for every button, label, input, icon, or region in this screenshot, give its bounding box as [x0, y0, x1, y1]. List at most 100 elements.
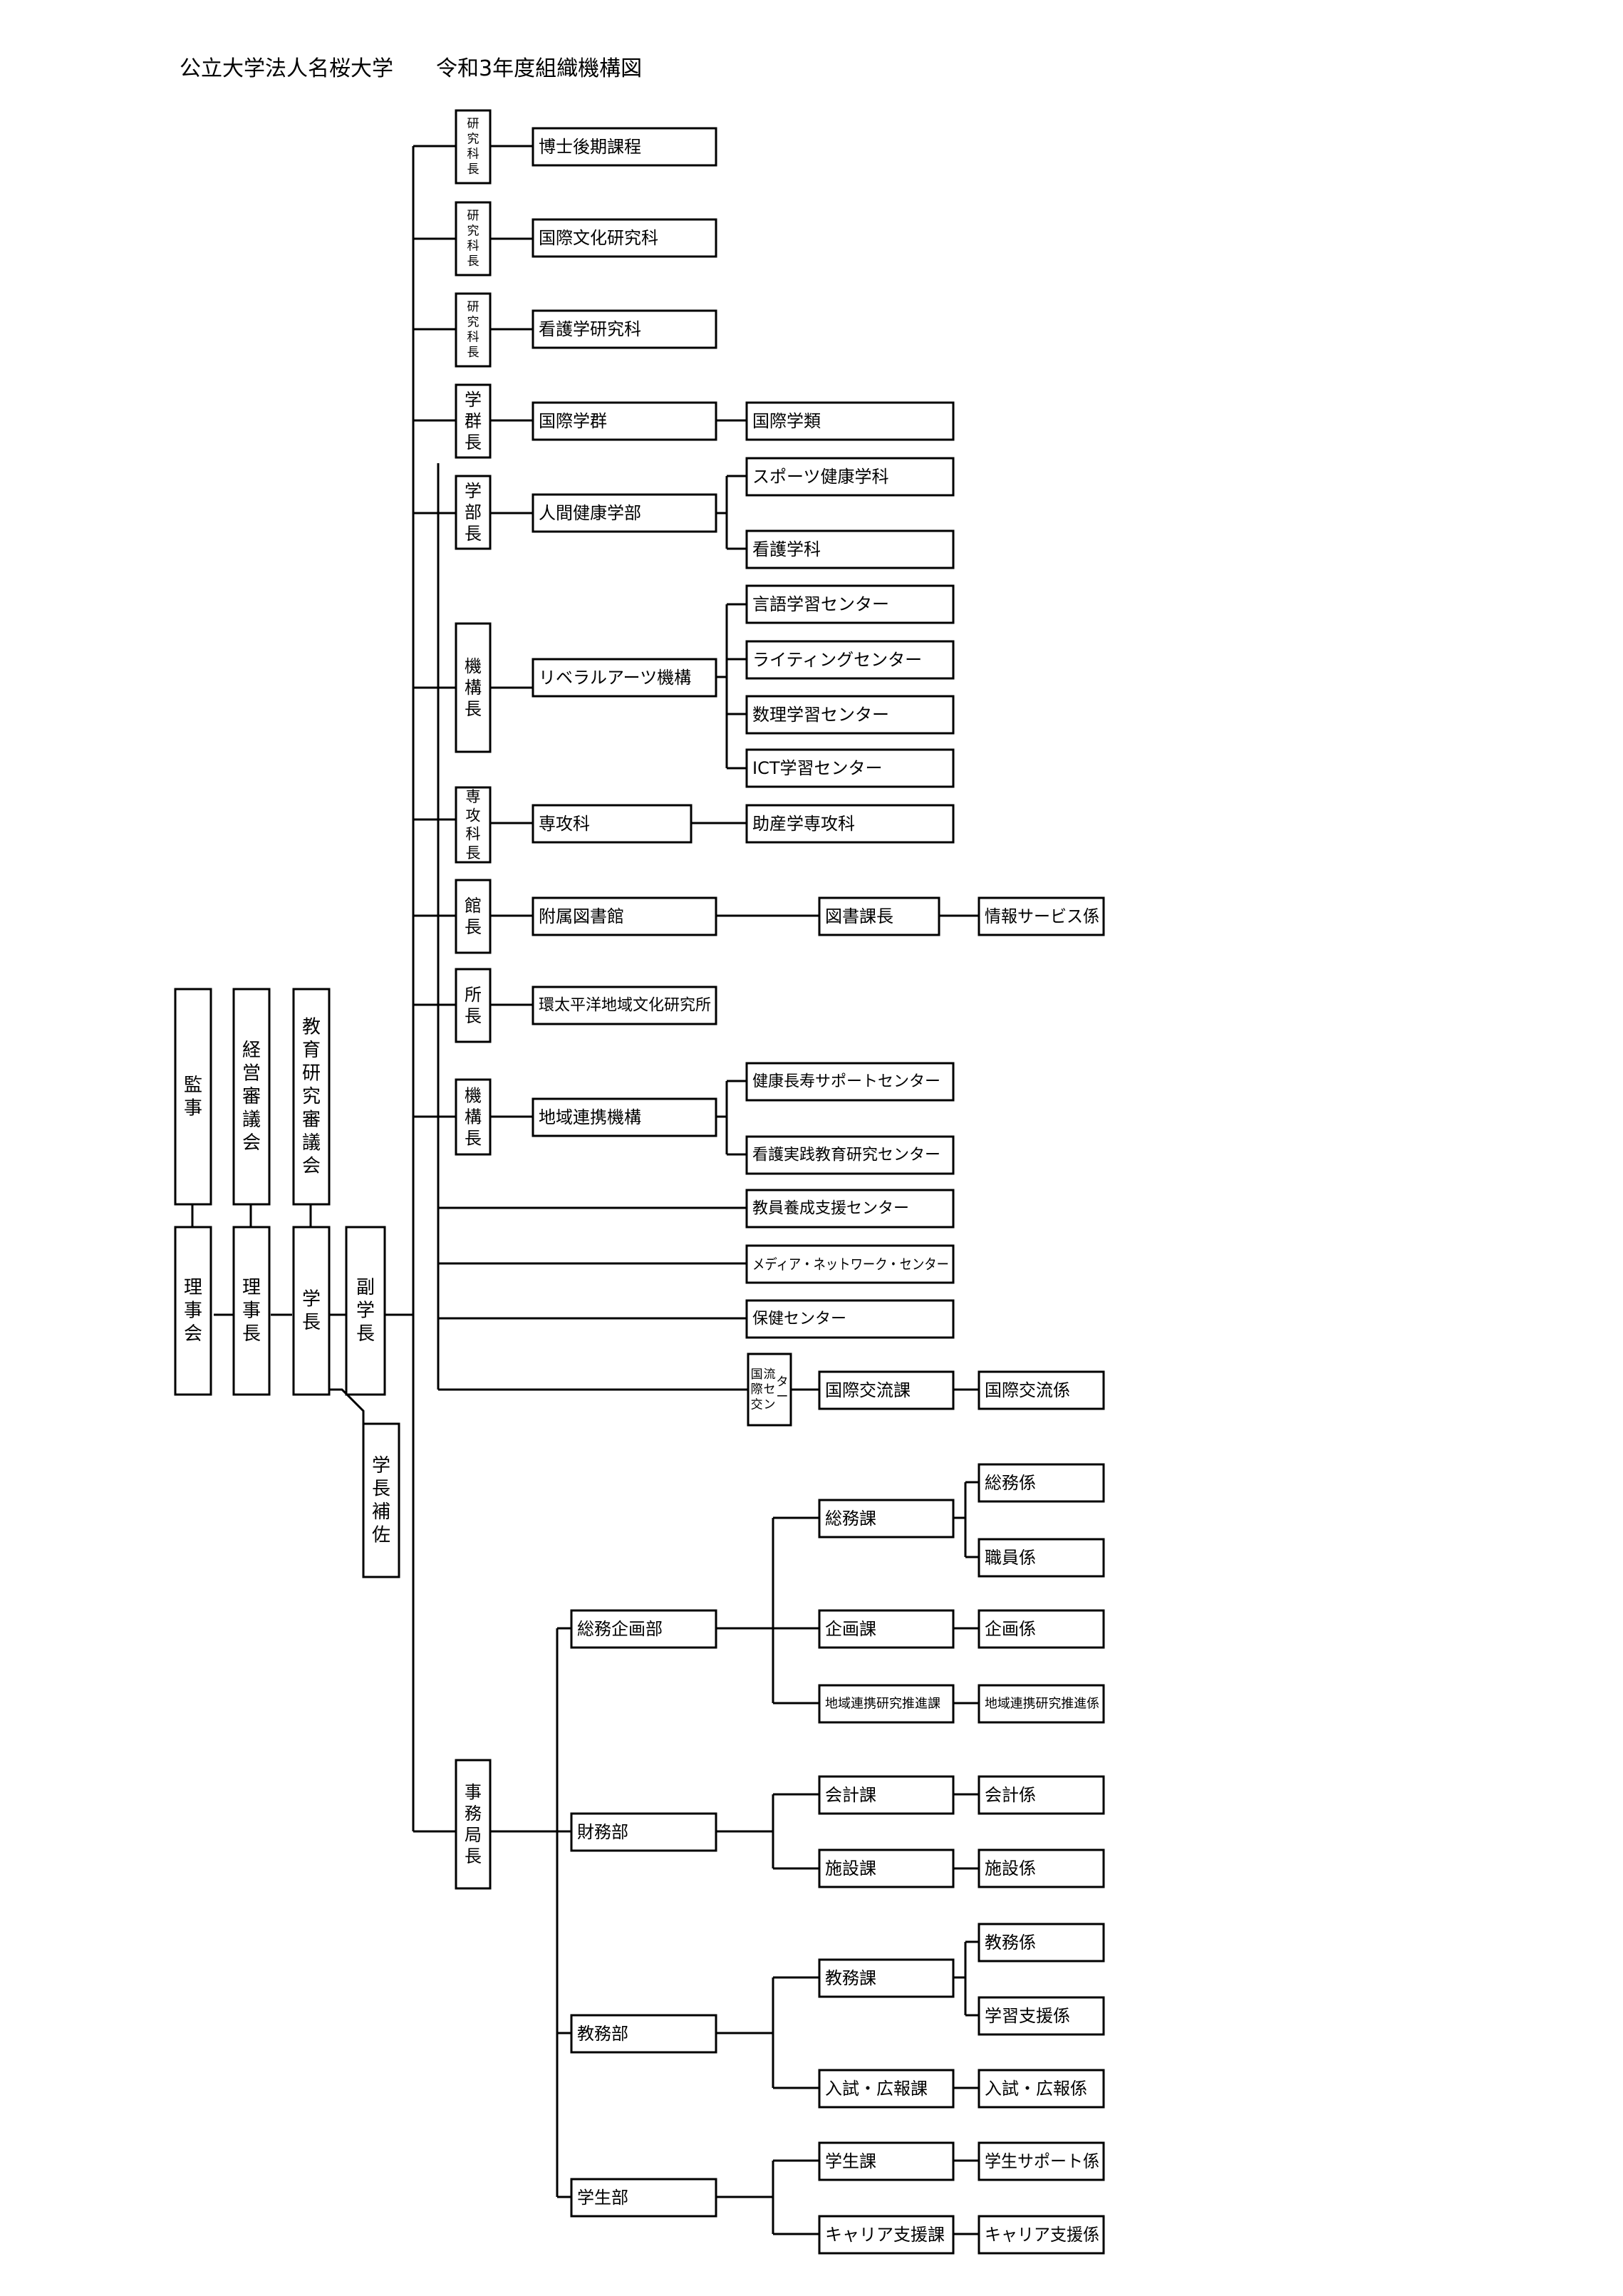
org-boxes: 監事経営審議会教育研究審議会理事会理事長学長副学長学長補佐研究科長研究科長研究科… [174, 109, 1105, 2255]
office-somu-kakari-label: 総務係 [985, 1473, 1036, 1493]
office-chiiki-kakari-box [978, 1684, 1105, 1724]
academic-library-label: 附属図書館 [539, 906, 624, 926]
academic-kango-kenkyu-label: 看護学研究科 [539, 319, 641, 339]
office-shokuin-box [978, 1538, 1105, 1578]
office-zaimu-box [570, 1812, 717, 1852]
top-fukugakucho-box [345, 1226, 386, 1396]
academic-kango-jissen-label: 看護実践教育研究センター [752, 1147, 940, 1164]
academic-senkoka-box [532, 804, 693, 844]
academic-writing-box [745, 640, 955, 680]
office-gakusei-ka-box [818, 2141, 955, 2181]
academic-suri-box [745, 695, 955, 735]
top-gakucho-label: 学長 [302, 1288, 321, 1333]
academic-kenko-choju-box [745, 1062, 955, 1102]
academic-kokusai-bunka-label: 国際文化研究科 [539, 228, 658, 248]
academic-gakurui-label: 国際学類 [752, 411, 821, 431]
academic-joho-label: 情報サービス係 [985, 906, 1099, 926]
academic-gengo-label: 言語学習センター [752, 594, 889, 614]
office-kyomu-ka-label: 教務課 [825, 1968, 876, 1988]
academic-la-head-box [455, 622, 492, 753]
office-gakusei-support-label: 学生サポート係 [985, 2151, 1099, 2171]
academic-gakugun-head-box [455, 383, 492, 459]
office-kyomu-bu-box [570, 2014, 717, 2054]
academic-kokusai-bunka-head-box [455, 201, 492, 276]
office-gakusei-ka-label: 学生課 [825, 2151, 876, 2171]
office-kaikei-ka-box [818, 1775, 955, 1815]
top-gakucho-box [292, 1226, 331, 1396]
office-kyomu-bu-label: 教務部 [577, 2024, 628, 2044]
academic-kango-kenkyu-box [532, 309, 717, 349]
academic-toshokacho-box [818, 896, 940, 936]
academic-chiiki-head-box [455, 1078, 492, 1156]
academic-kango-jissen-box [745, 1135, 955, 1175]
academic-sports-label: スポーツ健康学科 [752, 467, 889, 487]
academic-gakubu-label: 人間健康学部 [539, 503, 641, 523]
academic-gakubu-head-label: 学部長 [465, 481, 482, 544]
top-fukugakucho-label: 副学長 [356, 1277, 375, 1345]
top-keiei-label: 経営審議会 [242, 1040, 261, 1154]
office-chiiki-kakari-label: 地域連携研究推進係 [985, 1697, 1099, 1712]
academic-ict-box [745, 748, 955, 788]
office-nyushi-ka-box [818, 2069, 955, 2109]
office-gakushu-shien-box [978, 1996, 1105, 2036]
office-somu-kakari-box [978, 1463, 1105, 1503]
academic-kokusai-bunka-box [532, 218, 717, 258]
academic-media-label: メディア・ネットワーク・センター [752, 1256, 949, 1273]
academic-kokusai-bunka-head-label: 研究科長 [467, 209, 479, 269]
academic-library-box [532, 896, 717, 936]
academic-kango-gakka-box [745, 529, 955, 569]
top-rijikai-box [174, 1226, 212, 1396]
office-chiiki-ka-box [818, 1684, 955, 1724]
top-kansa-label: 監事 [184, 1075, 202, 1119]
office-kikaku-kakari-box [978, 1609, 1105, 1649]
academic-chiiki-label: 地域連携機構 [539, 1107, 641, 1127]
office-somu-kikaku-label: 総務企画部 [577, 1619, 663, 1639]
top-gakuchohosa-label: 学長補佐 [372, 1455, 390, 1546]
academic-hoken-label: 保健センター [752, 1310, 846, 1328]
office-nyushi-ka-label: 入試・広報課 [825, 2079, 928, 2099]
top-kansa-box [174, 988, 212, 1206]
academic-kango-kenkyu-head-box [455, 292, 492, 368]
academic-gakugun-head-label: 学群長 [465, 390, 482, 453]
academic-joho-box [978, 896, 1105, 936]
academic-kyoin-label: 教員養成支援センター [752, 1200, 909, 1218]
top-keiei-box [232, 988, 271, 1206]
top-kyoiku-label: 教育研究審議会 [302, 1017, 321, 1177]
academic-gakurui-box [745, 401, 955, 441]
office-shisetsu-kakari-label: 施設係 [985, 1858, 1036, 1878]
office-somu-ka-box [818, 1499, 955, 1539]
office-kaikei-kakari-label: 会計係 [985, 1785, 1036, 1805]
academic-sports-box [745, 457, 955, 497]
academic-kango-kenkyu-head-label: 研究科長 [467, 300, 479, 360]
academic-gengo-box [745, 584, 955, 624]
academic-gakubu-head-box [455, 475, 492, 550]
academic-kango-gakka-label: 看護学科 [752, 539, 821, 559]
academic-chiiki-head-label: 機構長 [465, 1086, 482, 1149]
academic-kokusai-ka-label: 国際交流課 [825, 1380, 911, 1400]
office-zaimu-label: 財務部 [577, 1822, 628, 1842]
office-gakusei-bu-box [570, 2178, 717, 2218]
office-somu-kikaku-box [570, 1609, 717, 1649]
academic-hakushi-head-label: 研究科長 [467, 117, 479, 177]
office-gakusei-support-box [978, 2141, 1105, 2181]
academic-suri-label: 数理学習センター [752, 705, 889, 725]
academic-hoken-box [745, 1299, 955, 1339]
academic-senkoka-head-label: 専攻科長 [466, 788, 481, 862]
office-kikaku-ka-box [818, 1609, 955, 1649]
academic-kyoin-box [745, 1189, 955, 1229]
office-career-ka-label: キャリア支援課 [825, 2225, 945, 2245]
academic-library-head-label: 館長 [465, 896, 482, 937]
academic-gakugun-label: 国際学群 [539, 411, 607, 431]
office-chiiki-ka-label: 地域連携研究推進課 [825, 1697, 940, 1712]
academic-hakushi-label: 博士後期課程 [539, 137, 641, 157]
office-nyushi-kakari-label: 入試・広報係 [985, 2079, 1087, 2099]
office-head-box [455, 1759, 492, 1890]
office-shisetsu-kakari-box [978, 1848, 1105, 1888]
academic-hakushi-head-box [455, 109, 492, 185]
academic-senkoka-label: 専攻科 [539, 814, 590, 834]
office-somu-ka-label: 総務課 [825, 1509, 876, 1529]
academic-chiiki-box [532, 1097, 717, 1137]
academic-ict-label: ICT学習センター [752, 758, 883, 778]
office-gakushu-shien-label: 学習支援係 [985, 2006, 1070, 2026]
